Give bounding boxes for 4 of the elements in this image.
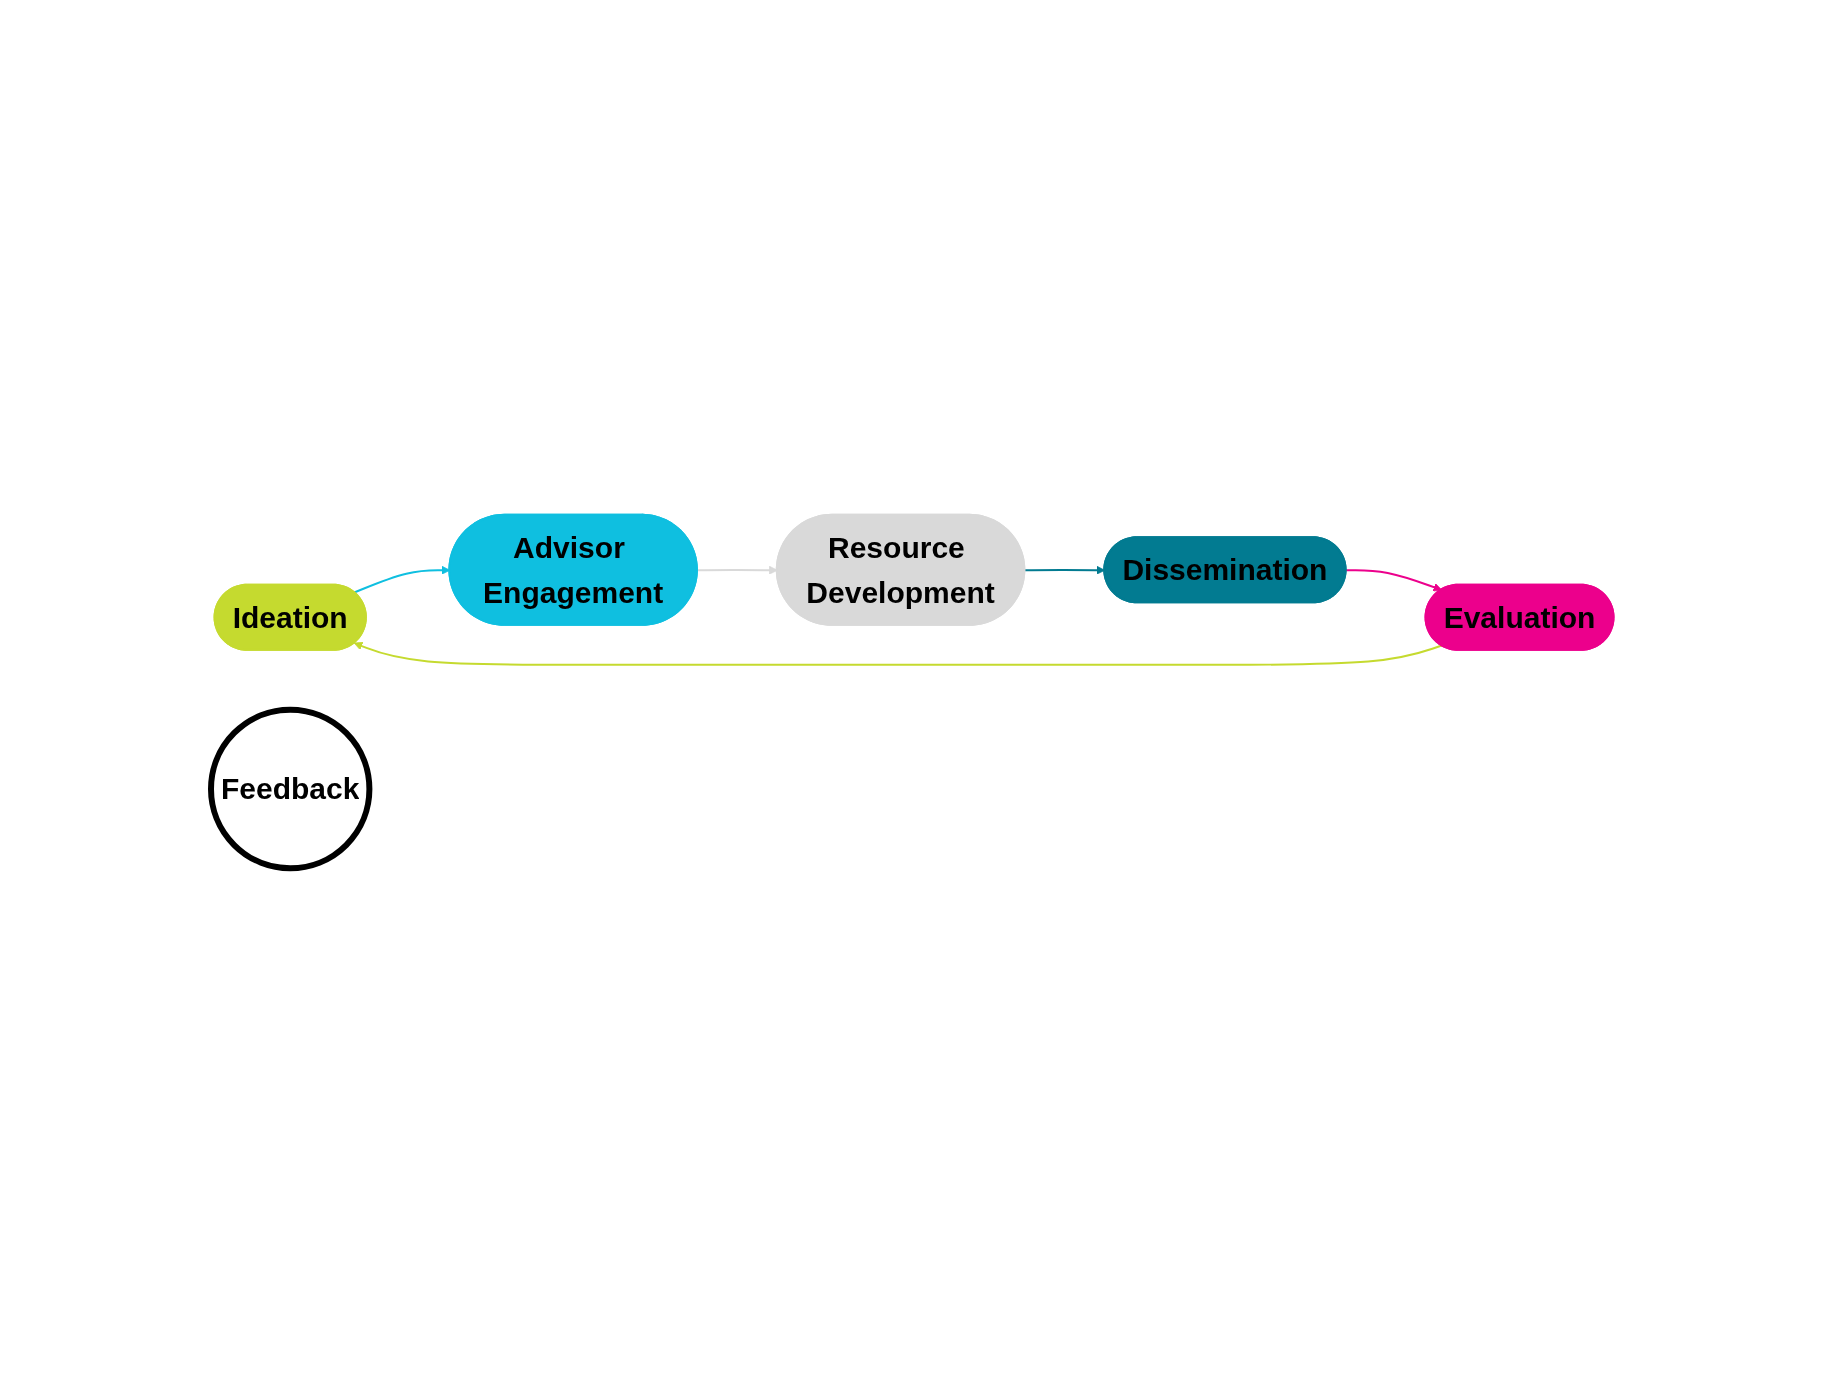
arrow bbox=[1345, 569, 1443, 592]
arrow bbox=[354, 641, 1443, 666]
node-circle: Feedback bbox=[208, 706, 373, 872]
arrow bbox=[696, 565, 778, 575]
